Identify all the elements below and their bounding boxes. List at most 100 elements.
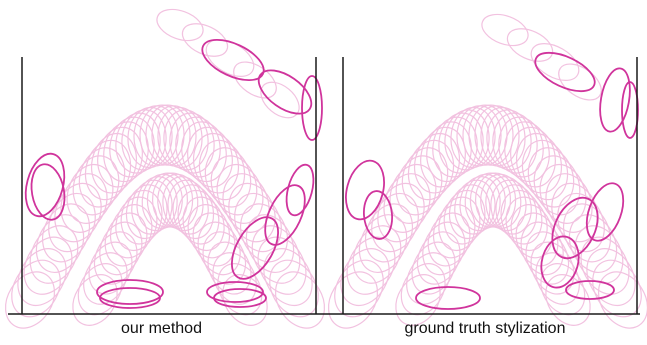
faint-ring [481,13,529,47]
faint-ring [212,252,257,305]
highlighted-ring [285,163,315,217]
faint-ring [539,163,587,224]
faint-ring [127,106,173,169]
faint-ring [459,176,501,232]
caption-ground-truth: ground truth stylization [404,320,566,337]
faint-ring [510,204,554,259]
faint-ring [84,139,132,201]
faint-ring [72,274,118,326]
faint-ring [346,236,396,295]
faint-ring [498,116,544,178]
faint-ring [432,116,478,178]
faint-ring [48,192,96,253]
faint-ring [377,182,425,243]
faint-ring [586,248,636,306]
faint-ring [181,121,227,183]
highlighted-ring [231,216,279,280]
highlighted-ring [96,279,164,305]
faint-ring [141,173,183,229]
faint-ring [358,214,408,273]
highlighted-ring [24,152,66,218]
faint-ring [597,271,647,329]
faint-ring [389,163,437,224]
faint-ring [540,263,586,316]
faint-ring [181,23,229,57]
highlighted-ring [551,196,599,260]
highlighted-ring [599,67,631,133]
faint-ring [222,173,270,233]
highlighted-ring [206,281,264,303]
faint-ring [77,263,123,316]
faint-ring [157,106,203,169]
faint-ring [274,271,326,329]
highlighted-ring [213,288,267,308]
faint-ring [411,241,456,295]
faint-ring [506,28,554,62]
faint-ring [450,106,496,169]
faint-ring [400,263,446,316]
faint-ring [131,179,173,235]
faint-ring [340,248,390,306]
faint-ring [187,204,231,259]
faint-ring [395,274,441,326]
panel-frames [8,57,640,315]
faint-ring [83,252,128,305]
faint-ring [426,121,472,183]
faint-ring [97,126,143,188]
faint-ring [516,132,562,194]
faint-ring [558,63,602,101]
faint-ring [204,147,252,208]
highlighted-ring [362,190,394,240]
faint-ring [136,176,178,232]
highlighted-ring [585,182,625,242]
highlighted-ring [301,75,323,141]
faint-ring [198,139,246,201]
faint-ring [574,225,624,284]
faint-ring [121,109,167,171]
faint-ring [175,116,221,178]
faint-ring [66,163,114,224]
highlighted-ring [534,51,596,93]
panel-ground-truth [327,13,647,329]
highlighted-ring [99,287,161,309]
faint-ring [486,109,532,171]
caption-our-method: our method [121,320,202,337]
faint-ring [172,184,215,240]
faint-ring [527,147,575,208]
faint-ring [545,274,591,326]
highlighted-ring [415,286,481,310]
faint-ring [41,203,91,263]
highlighted-ring [257,69,313,115]
faint-ring [23,236,73,295]
faint-ring [187,126,233,188]
faint-ring [504,121,550,183]
faint-ring [162,176,204,232]
faint-ring [327,271,379,329]
faint-ring [217,263,263,316]
faint-ring [257,236,307,295]
faint-ring [207,241,252,295]
faint-ring [156,8,204,42]
faint-ring [510,126,556,188]
faint-ring [545,173,593,233]
faint-ring [580,236,630,295]
faint-ring [193,132,239,194]
faint-ring [383,173,431,233]
faint-ring [480,106,526,169]
faint-ring [568,214,618,273]
faint-ring [54,182,102,243]
faint-ring [464,173,506,229]
faint-ring [216,163,264,224]
faint-ring [535,252,580,305]
faint-ring [245,214,295,273]
faint-ring [88,241,133,295]
faint-ring [521,139,569,201]
faint-ring [4,271,56,329]
faint-ring [109,116,155,178]
highlighted-ring [345,159,385,221]
faint-ring [485,176,527,232]
faint-ring [530,241,575,295]
highlighted-ring [621,81,639,139]
faint-ring [407,139,455,201]
